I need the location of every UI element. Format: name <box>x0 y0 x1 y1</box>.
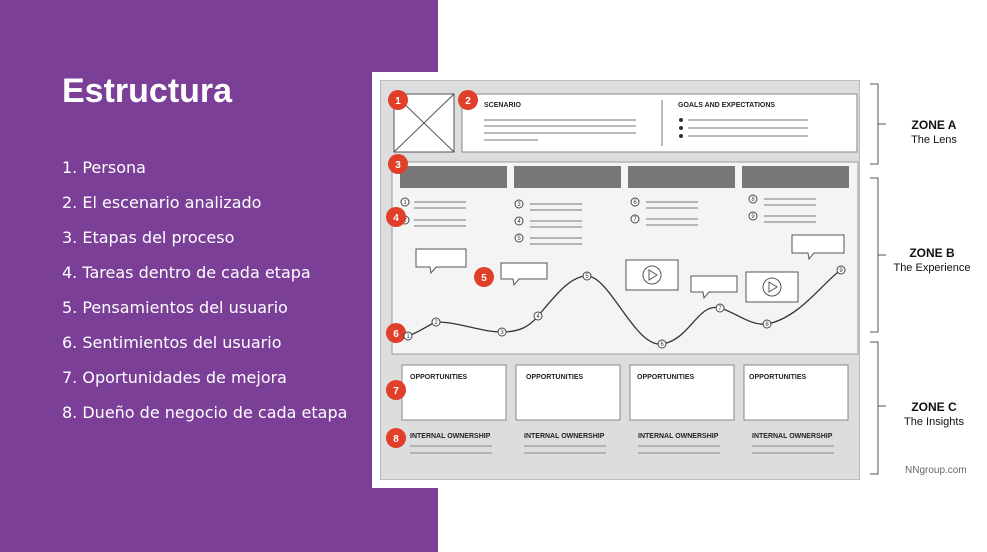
badge-7: 7 <box>386 380 406 400</box>
badge-3: 3 <box>388 154 408 174</box>
journey-map-frame: SCENARIO GOALS AND EXPECTATIONS 1 2 3 4 … <box>372 72 867 488</box>
thought-bubble <box>791 234 845 261</box>
ownership-label: INTERNAL OWNERSHIP <box>638 433 719 440</box>
task-number: 8 <box>751 197 755 203</box>
ownership-label: INTERNAL OWNERSHIP <box>524 433 605 440</box>
curve-point: 6 <box>660 342 664 348</box>
task-number: 1 <box>403 200 407 206</box>
thought-bubble <box>690 275 738 300</box>
badge-2: 2 <box>458 90 478 110</box>
thought-bubble <box>500 262 548 287</box>
zone-b-experience: 1 2 3 4 5 6 7 8 9 <box>391 161 859 355</box>
zone-subtitle: The Insights <box>904 416 964 428</box>
svg-text:3: 3 <box>395 160 401 171</box>
zone-a-lens: SCENARIO GOALS AND EXPECTATIONS <box>393 93 858 153</box>
list-item: 4. Tareas dentro de cada etapa <box>62 263 311 282</box>
badge-5: 5 <box>474 267 494 287</box>
badge-1: 1 <box>388 90 408 110</box>
video-icon <box>625 259 679 291</box>
zone-name: ZONE A <box>911 118 957 132</box>
emotion-curve <box>407 269 842 345</box>
list-item: 3. Etapas del proceso <box>62 228 235 247</box>
journey-map-diagram: SCENARIO GOALS AND EXPECTATIONS 1 2 3 4 … <box>380 80 860 480</box>
opportunities-label: OPPORTUNITIES <box>410 374 468 381</box>
curve-point-1: 1 <box>403 331 413 341</box>
left-panel <box>0 0 438 552</box>
curve-point: 7 <box>718 306 722 312</box>
curve-point: 9 <box>839 268 843 274</box>
svg-text:1: 1 <box>406 334 410 340</box>
zone-subtitle: The Lens <box>911 134 957 146</box>
task-number: 2 <box>403 218 407 224</box>
svg-text:1: 1 <box>395 96 401 107</box>
task-number: 6 <box>633 200 637 206</box>
slide-title: Estructura <box>62 72 233 110</box>
thought-bubble <box>415 248 467 275</box>
svg-text:6: 6 <box>393 329 399 340</box>
video-icon <box>745 271 799 303</box>
zone-brackets <box>870 83 886 475</box>
curve-point: 4 <box>536 314 540 320</box>
svg-text:7: 7 <box>393 386 399 397</box>
curve-point: 5 <box>585 274 589 280</box>
task-number: 5 <box>517 236 521 242</box>
zone-a-label: ZONE A The Lens <box>888 118 980 146</box>
badge-8: 8 <box>386 428 406 448</box>
svg-text:2: 2 <box>465 96 471 107</box>
svg-text:5: 5 <box>481 273 487 284</box>
zone-name: ZONE B <box>909 246 955 260</box>
task-number: 7 <box>633 217 637 223</box>
task-number: 3 <box>517 202 521 208</box>
list-item: 2. El escenario analizado <box>62 193 262 212</box>
goals-label: GOALS AND EXPECTATIONS <box>678 102 775 109</box>
ownership-label: INTERNAL OWNERSHIP <box>410 433 491 440</box>
zone-c-label: ZONE C The Insights <box>888 400 980 428</box>
curve-point: 8 <box>765 322 769 328</box>
task-number: 9 <box>751 214 755 220</box>
structure-list: 1. Persona 2. El escenario analizado 3. … <box>62 158 347 438</box>
list-item: 7. Oportunidades de mejora <box>62 368 287 387</box>
curve-point: 2 <box>434 320 438 326</box>
opportunities-label: OPPORTUNITIES <box>526 374 584 381</box>
list-item: 6. Sentimientos del usuario <box>62 333 282 352</box>
curve-point: 3 <box>500 330 504 336</box>
zone-name: ZONE C <box>911 400 957 414</box>
zone-b-label: ZONE B The Experience <box>882 246 982 274</box>
credit-text: NNgroup.com <box>905 465 967 476</box>
opportunities-label: OPPORTUNITIES <box>637 374 695 381</box>
task-number: 4 <box>517 219 521 225</box>
badge-4: 4 <box>386 207 406 227</box>
zone-subtitle: The Experience <box>893 262 971 274</box>
list-item: 8. Dueño de negocio de cada etapa <box>62 403 348 422</box>
svg-text:8: 8 <box>393 434 399 445</box>
svg-text:4: 4 <box>393 213 399 224</box>
badge-6: 6 <box>386 323 406 343</box>
opportunities-label: OPPORTUNITIES <box>749 374 807 381</box>
list-item: 5. Pensamientos del usuario <box>62 298 288 317</box>
scenario-label: SCENARIO <box>484 102 522 109</box>
zone-c-insights: OPPORTUNITIES OPPORTUNITIES OPPORTUNITIE… <box>401 364 849 454</box>
ownership-label: INTERNAL OWNERSHIP <box>752 433 833 440</box>
list-item: 1. Persona <box>62 158 146 177</box>
